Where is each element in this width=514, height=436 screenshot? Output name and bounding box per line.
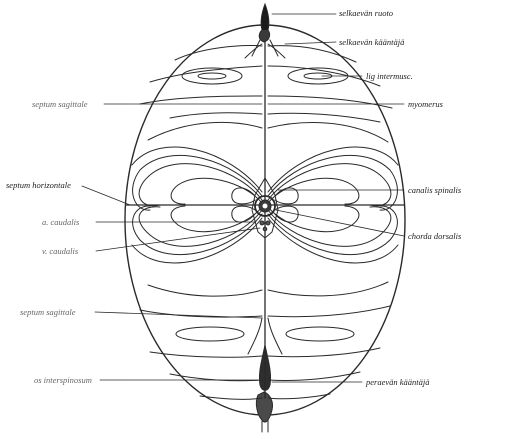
upper-myomere-stripes: [140, 46, 392, 122]
label-canalis-spinalis: canalis spinalis: [408, 185, 461, 195]
label-a-caudalis: a. caudalis: [42, 217, 79, 227]
label-septum-sagittale-bottom: septum sagittale: [20, 307, 75, 317]
label-v-caudalis: v. caudalis: [42, 246, 78, 256]
leader-lines: [82, 14, 404, 382]
label-chorda-dorsalis: chorda dorsalis: [408, 231, 461, 241]
label-lig-intermusc: lig intermusc.: [366, 71, 413, 81]
label-septum-sagittale-top: septum sagittale: [32, 99, 87, 109]
label-septum-horizontale: septum horizontale: [6, 180, 71, 190]
label-os-interspinosum: os interspinosum: [34, 375, 92, 385]
label-selkaevan-kaantaja: selkaevän kääntäjä: [339, 37, 404, 47]
label-myomerus: myomerus: [408, 99, 443, 109]
label-peraevan-kaantaja: peraevän kääntäjä: [366, 377, 430, 387]
label-selkaevan-ruoto: selkaevän ruoto: [339, 8, 393, 18]
